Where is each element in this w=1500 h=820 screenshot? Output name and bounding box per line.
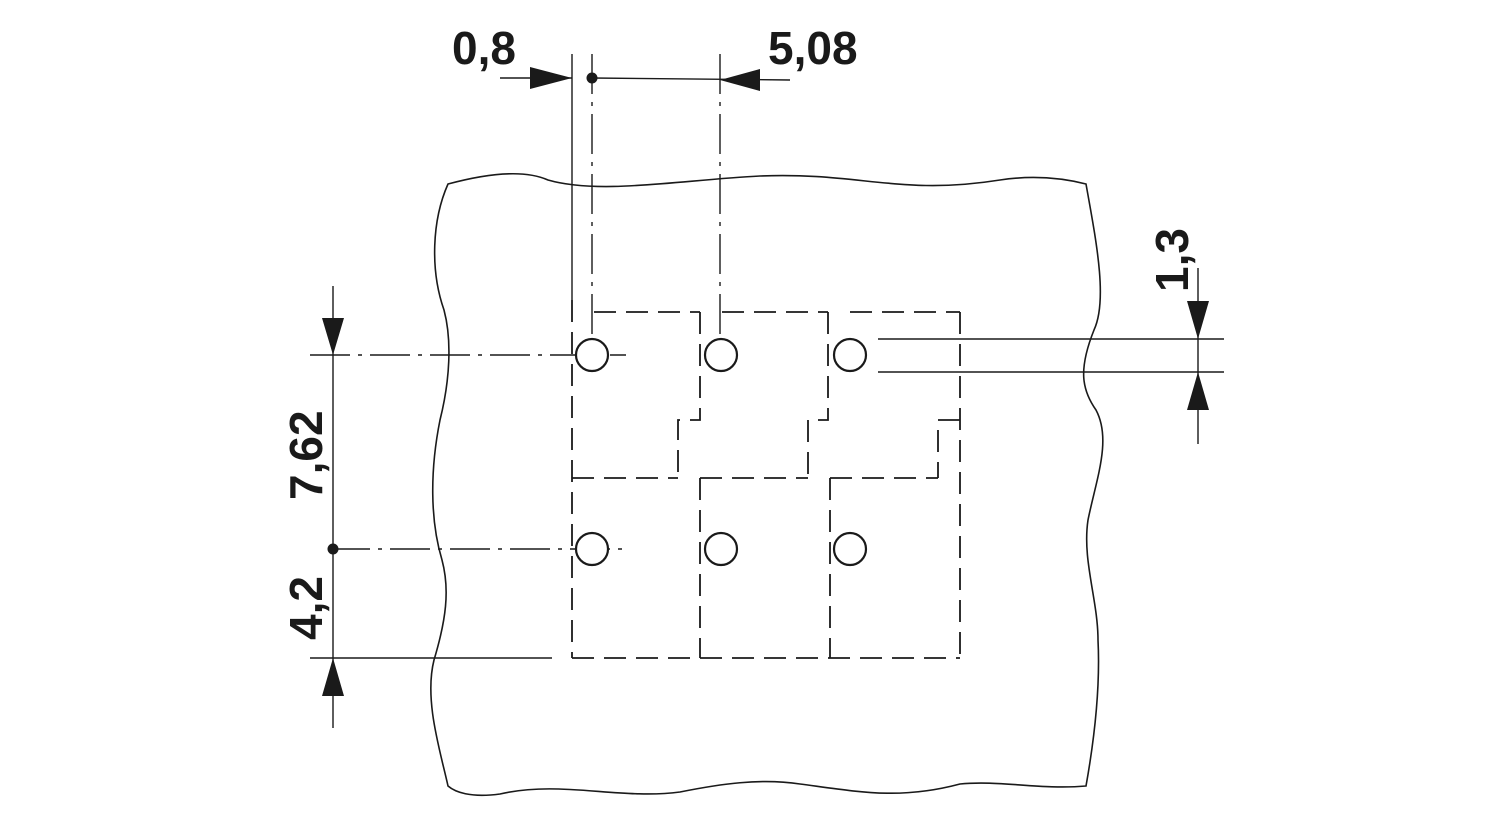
arrow-down-icon [1187,301,1209,339]
dimension-dot [327,543,339,555]
vertical-reference-lines [571,54,721,360]
arrow-left-icon [720,69,760,91]
dimension-label-row-spacing: 7,62 [280,410,332,500]
dimension-label-hole-diameter: 1,3 [1146,228,1198,292]
hole [832,531,868,567]
arrow-down-icon [322,318,344,355]
dimension-label-pin-diameter: 0,8 [452,22,516,74]
hole [574,531,610,567]
hole [574,337,610,373]
footprint-outline [571,300,961,659]
arrow-up-icon [1187,372,1209,410]
right-dimension: 1,3 [1146,228,1209,444]
arrow-up-icon [322,658,344,696]
arrow-right-icon [530,67,572,89]
dimension-label-pitch: 5,08 [768,22,858,74]
hole [703,337,739,373]
holes [574,337,868,567]
hole [703,531,739,567]
dimension-label-edge-distance: 4,2 [280,576,332,640]
dimension-dot [586,72,598,84]
left-dimension: 7,62 4,2 [280,286,344,728]
hole [832,337,868,373]
board-outline [430,172,1104,797]
top-dimension: 0,8 5,08 [452,22,858,91]
